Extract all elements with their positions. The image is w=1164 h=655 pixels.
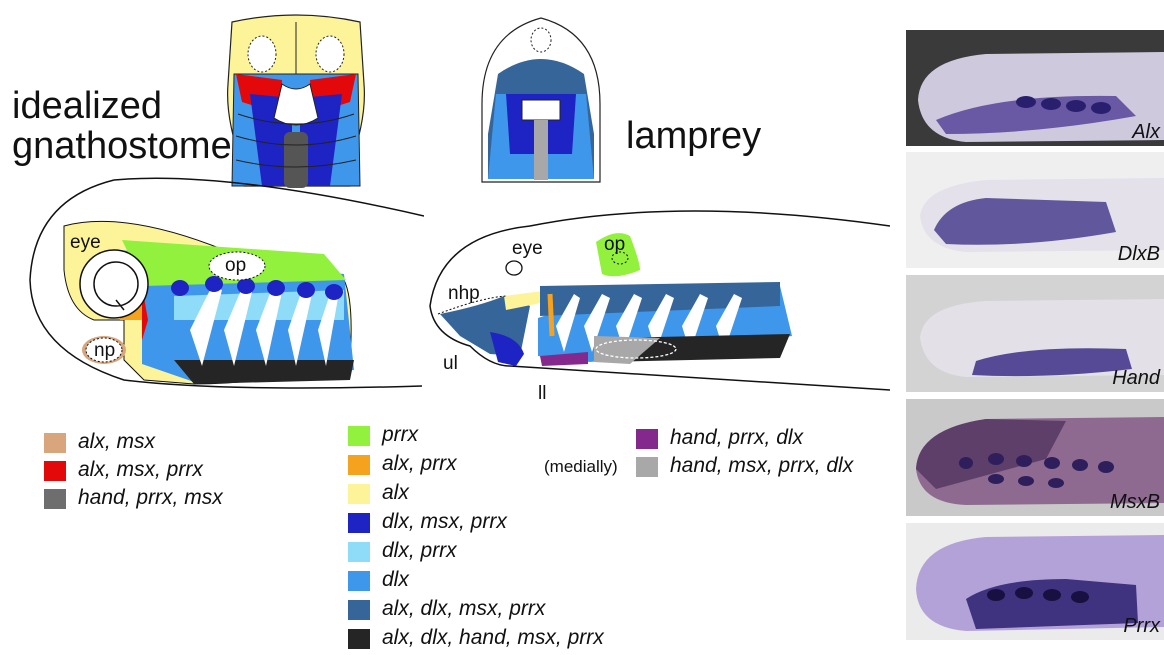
- legend-label: alx, msx, prrx: [78, 458, 203, 482]
- legend-label: dlx, prrx: [382, 539, 457, 563]
- legend-swatch: [636, 457, 658, 477]
- legend-swatch: [348, 629, 370, 649]
- legend-swatch: [348, 484, 370, 504]
- legend-swatch: [348, 455, 370, 475]
- lamprey-nhp-label: nhp: [448, 283, 480, 305]
- legend-swatch: [348, 600, 370, 620]
- legend-label: alx, prrx: [382, 452, 457, 476]
- embryo-image: [906, 30, 1164, 146]
- legend-label: alx, dlx, msx, prrx: [382, 597, 545, 621]
- embryo-photo-prrx: Prrx: [906, 523, 1164, 640]
- embryo-photo-alx: Alx: [906, 30, 1164, 146]
- legend-swatch: [636, 429, 658, 449]
- lamprey-ul-label: ul: [443, 353, 458, 375]
- legend-label: dlx: [382, 568, 409, 592]
- lamprey-title-text: lamprey: [626, 115, 761, 157]
- legend-label: hand, msx, prrx, dlx: [670, 454, 853, 478]
- gnathostome-eye-label: eye: [70, 232, 101, 254]
- embryo-photo-hand: Hand: [906, 275, 1164, 392]
- gnathostome-title-text: idealized gnathostome: [12, 86, 232, 166]
- legend-label: dlx, msx, prrx: [382, 510, 507, 534]
- lamprey-eye-label: eye: [512, 238, 543, 260]
- lamprey-op-label: op: [604, 234, 625, 256]
- photo-label: Alx: [1132, 121, 1160, 144]
- gnathostome-np-label: np: [94, 340, 115, 362]
- legend-label: alx: [382, 481, 409, 505]
- photo-label: MsxB: [1110, 491, 1160, 514]
- lamprey-ventral-view: [476, 14, 606, 184]
- lamprey-lateral-view: [420, 186, 890, 400]
- gnathostome-title: idealized gnathostome: [12, 86, 232, 166]
- embryo-photo-msxb: MsxB: [906, 399, 1164, 516]
- legend-label: hand, prrx, dlx: [670, 426, 803, 450]
- legend-label: alx, dlx, hand, msx, prrx: [382, 626, 604, 650]
- photo-label: Prrx: [1123, 615, 1160, 638]
- lamprey-title: lamprey: [626, 116, 761, 156]
- legend-label: prrx: [382, 423, 418, 447]
- legend-swatch: [348, 513, 370, 533]
- legend-swatch: [44, 489, 66, 509]
- photo-label: Hand: [1112, 367, 1160, 390]
- photo-label: DlxB: [1118, 243, 1160, 266]
- legend-swatch: [44, 461, 66, 481]
- embryo-photo-dlxb: DlxB: [906, 152, 1164, 268]
- legend-swatch: [348, 542, 370, 562]
- lamprey-ll-label: ll: [538, 383, 546, 405]
- legend-swatch: [44, 433, 66, 453]
- medially-note: (medially): [544, 457, 618, 477]
- legend-label: alx, msx: [78, 430, 155, 454]
- legend-swatch: [348, 426, 370, 446]
- gnathostome-op-label: op: [225, 255, 246, 277]
- gnathostome-lateral-view: [24, 170, 424, 400]
- legend-swatch: [348, 571, 370, 591]
- gnathostome-ventral-view: [222, 14, 370, 192]
- legend-label: hand, prrx, msx: [78, 486, 223, 510]
